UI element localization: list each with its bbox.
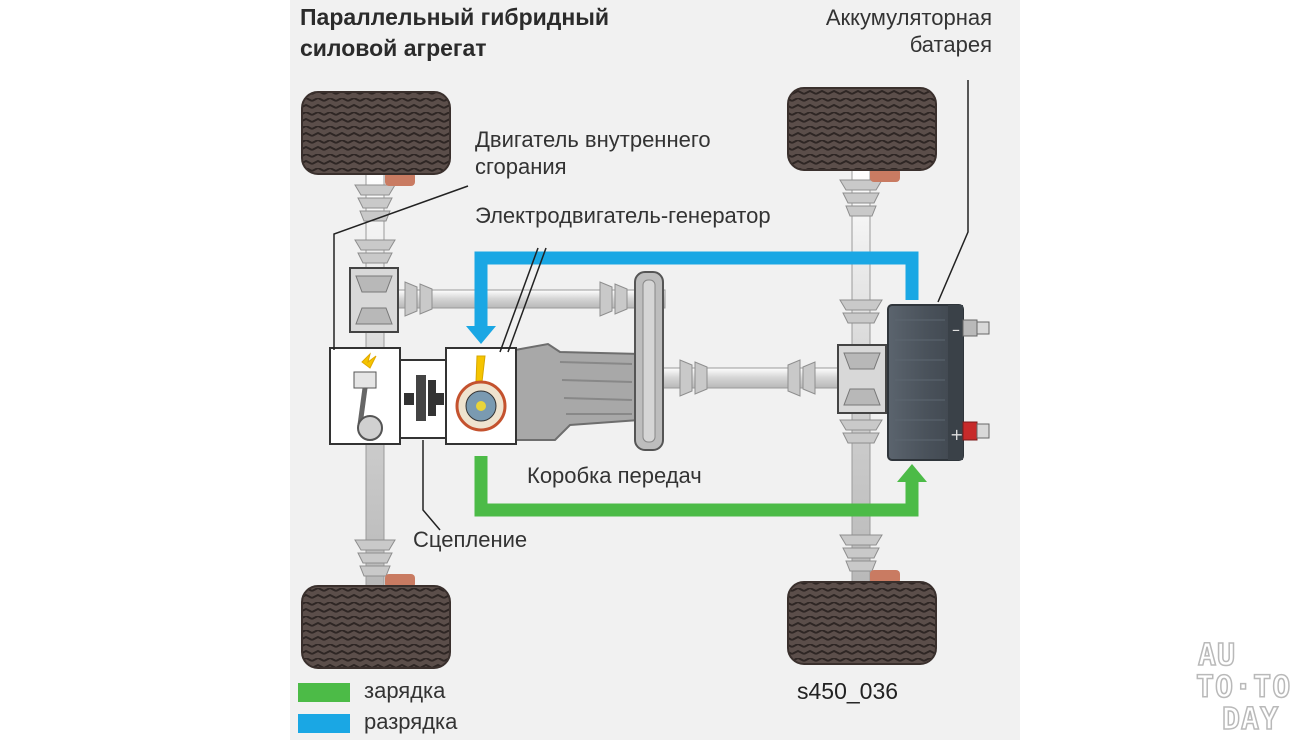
legend-charge-swatch — [298, 683, 350, 702]
motor-generator — [445, 347, 517, 445]
watermark-line-3: DAY — [1221, 702, 1280, 737]
svg-text:+: + — [950, 425, 963, 444]
tire-rear-left — [301, 585, 451, 669]
clutch-label: Сцепление — [413, 527, 528, 552]
figure-code: s450_036 — [797, 678, 899, 704]
discharge-flow-arrow — [466, 251, 919, 344]
engine-label-line-1: Двигатель внутреннего — [475, 127, 711, 152]
tire-front-left — [301, 91, 451, 175]
title-line-2: силовой агрегат — [300, 35, 487, 61]
gearbox-label: Коробка передач — [527, 463, 702, 488]
front-differential — [349, 267, 399, 333]
rear-differential — [837, 344, 887, 414]
watermark-line-1: AU — [1197, 638, 1237, 673]
engine-label-line-2: сгорания — [475, 154, 567, 179]
charge-flow-arrow — [474, 456, 927, 517]
motor-generator-label: Электродвигатель-генератор — [475, 203, 771, 228]
tire-front-right — [787, 87, 937, 171]
wheel-hubs — [385, 168, 900, 588]
watermark-line-2: TO·TO — [1195, 670, 1292, 705]
battery-label-line-2: батарея — [909, 32, 992, 57]
cv-boots — [354, 179, 883, 577]
clutch — [399, 359, 447, 439]
gearbox — [514, 271, 664, 451]
title-line-1: Параллельный гибридный — [300, 4, 610, 30]
diagram-title: Параллельный гибридный силовой агрегат — [300, 2, 609, 64]
battery: – + — [887, 304, 990, 461]
combustion-engine — [329, 347, 401, 445]
leader-lines — [333, 80, 969, 531]
battery-label-line-1: Аккумуляторная — [825, 5, 992, 30]
legend-charge-label: зарядка — [364, 678, 446, 703]
battery-label: Аккумуляторная батарея — [800, 4, 992, 58]
legend-discharge-label: разрядка — [364, 709, 458, 734]
legend-discharge-swatch — [298, 714, 350, 733]
engine-label: Двигатель внутреннего сгорания — [475, 126, 711, 180]
svg-text:–: – — [952, 320, 960, 339]
tire-rear-right — [787, 581, 937, 665]
